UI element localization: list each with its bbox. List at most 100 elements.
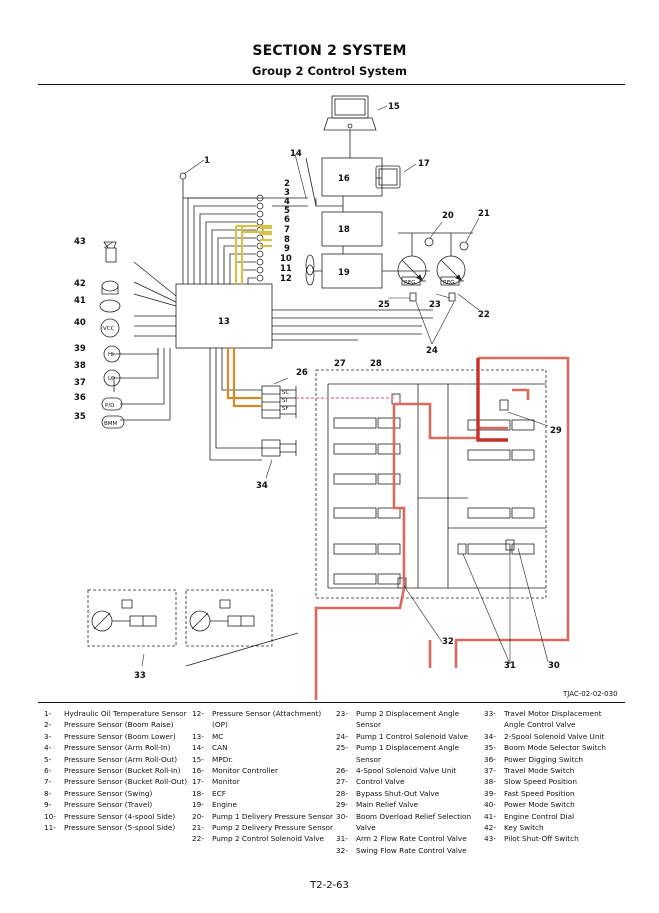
section-title: SECTION 2 SYSTEM — [252, 43, 407, 59]
callout-33: 33 — [134, 671, 146, 681]
page-number: T2-2-63 — [310, 880, 349, 891]
legend-col-4: 33-Travel Motor Displacement Angle Contr… — [484, 708, 624, 845]
monitor-controller-box — [321, 157, 383, 197]
callout-37: 37 — [74, 378, 86, 388]
callout-16: 16 — [338, 174, 350, 184]
callout-31: 31 — [504, 661, 516, 671]
sol-si-label: SI — [282, 398, 287, 404]
legend-col-1: 1-Hydraulic Oil Temperature Sensor 2-Pre… — [44, 708, 192, 833]
legend-item: 18-ECF — [192, 788, 226, 798]
callout-20: 20 — [442, 211, 454, 221]
callout-34: 34 — [256, 481, 268, 491]
monitor-icon — [375, 165, 401, 189]
callout-8: 8 — [284, 235, 290, 245]
callout-17: 17 — [418, 159, 430, 169]
callout-15: 15 — [388, 102, 400, 112]
callout-14: 14 — [290, 149, 302, 159]
legend-item: 13-MC — [192, 731, 224, 741]
legend-item: 37-Travel Mode Switch — [484, 766, 575, 776]
callout-38: 38 — [74, 361, 86, 371]
legend-item: 6-Pressure Sensor (Bucket Roll-In) — [44, 766, 181, 776]
legend-item: 43-Pilot Shut-Off Switch — [484, 834, 579, 844]
legend-item: 24-Pump 1 Control Solenoid Valve — [336, 731, 469, 741]
figure-code: TJAC-02-02-030 — [563, 690, 618, 698]
legend-item: 23-Pump 2 Displacement Angle Sensor — [336, 709, 460, 730]
legend-item: 27-Control Valve — [336, 777, 405, 787]
legend-item: 42-Key Switch — [484, 823, 544, 833]
mpdr-laptop-icon — [323, 95, 377, 131]
group-subtitle: Group 2 Control System — [252, 64, 407, 78]
callout-4: 4 — [284, 197, 290, 207]
legend-item: 8-Pressure Sensor (Swing) — [44, 788, 153, 798]
legend-item: 36-Power Digging Switch — [484, 754, 584, 764]
legend-item: 33-Travel Motor Displacement Angle Contr… — [484, 709, 602, 730]
legend-item: 31-Arm 2 Flow Rate Control Valve — [336, 834, 467, 844]
legend-item: 22-Pump 2 Control Solenoid Valve — [192, 834, 325, 844]
callout-29: 29 — [550, 426, 562, 436]
legend-item: 25-Pump 1 Displacement Angle Sensor — [336, 743, 460, 764]
legend-item: 5-Pressure Sensor (Arm Roll-Out) — [44, 754, 178, 764]
legend-item: 16-Monitor Controller — [192, 766, 278, 776]
callout-36: 36 — [74, 393, 86, 403]
callout-35: 35 — [74, 412, 86, 422]
reg2-label: REG — [443, 280, 455, 286]
callout-7: 7 — [284, 225, 290, 235]
pilot-line-left — [314, 404, 406, 700]
callout-10: 10 — [280, 254, 292, 264]
callout-13: 13 — [218, 317, 230, 327]
legend-item: 15-MPDr. — [192, 754, 233, 764]
callout-5: 5 — [284, 206, 290, 216]
legend-item: 29-Main Relief Valve — [336, 800, 419, 810]
legend-item: 12-Pressure Sensor (Attachment) (OP) — [192, 709, 322, 730]
legend-item: 21-Pump 2 Delivery Pressure Sensor — [192, 823, 334, 833]
pd-label: P/D — [105, 403, 114, 409]
legend-item: 34-2-Spool Solenoid Valve Unit — [484, 731, 605, 741]
legend-item: 2-Pressure Sensor (Boom Raise) — [44, 720, 174, 730]
legend-item: 35-Boom Mode Selector Switch — [484, 743, 606, 753]
callout-11: 11 — [280, 264, 292, 274]
callout-27: 27 — [334, 359, 346, 369]
legend-item: 32-Swing Flow Rate Control Valve — [336, 845, 467, 855]
engine-box — [321, 253, 383, 289]
callout-28: 28 — [370, 359, 382, 369]
hi-label: HI — [108, 352, 114, 358]
legend-item: 3-Pressure Sensor (Boom Lower) — [44, 731, 176, 741]
callout-9: 9 — [284, 244, 290, 254]
callout-21: 21 — [478, 209, 490, 219]
callout-41: 41 — [74, 296, 86, 306]
callout-12: 12 — [280, 274, 292, 284]
callout-32: 32 — [442, 637, 454, 647]
legend-item: 11-Pressure Sensor (5-spool Side) — [44, 823, 176, 833]
callout-40: 40 — [74, 318, 86, 328]
legend-item: 28-Bypass Shut-Out Valve — [336, 788, 440, 798]
reg1-label: REG — [404, 280, 416, 286]
callout-39: 39 — [74, 344, 86, 354]
legend-item: 4-Pressure Sensor (Arm Roll-In) — [44, 743, 171, 753]
callout-1: 1 — [204, 156, 210, 166]
pilot-shutoff-switch-icon — [105, 247, 117, 263]
header-rule — [38, 84, 625, 85]
ecf-box — [321, 211, 383, 247]
legend-item: 20-Pump 1 Delivery Pressure Sensor — [192, 811, 334, 821]
legend-item: 39-Fast Speed Position — [484, 788, 575, 798]
mc-box — [175, 283, 273, 349]
bmm-label: BMM — [104, 421, 118, 427]
callout-6: 6 — [284, 215, 290, 225]
callout-19: 19 — [338, 268, 350, 278]
callout-24: 24 — [426, 346, 438, 356]
legend-item: 10-Pressure Sensor (4-spool Side) — [44, 811, 176, 821]
legend-col-2: 12-Pressure Sensor (Attachment) (OP) 13-… — [192, 708, 336, 845]
vcc-label: VCC — [103, 326, 115, 332]
callout-3: 3 — [284, 188, 290, 198]
legend-item: 19-Engine — [192, 800, 238, 810]
legend-col-3: 23-Pump 2 Displacement Angle Sensor 24-P… — [336, 708, 484, 856]
legend-rule — [38, 702, 625, 703]
legend-item: 17-Monitor — [192, 777, 240, 787]
callout-18: 18 — [338, 225, 350, 235]
legend-item: 7-Pressure Sensor (Bucket Roll-Out) — [44, 777, 188, 787]
lo-label: LO — [108, 376, 116, 382]
sol-sf-label: SF — [282, 406, 289, 412]
legend-item: 30-Boom Overload Relief Selection Valve — [336, 811, 472, 833]
control-system-diagram: 15 17 16 18 19 14 1 2 3 4 5 6 7 8 9 10 1… — [74, 95, 570, 700]
legend-item: 26-4-Spool Solenoid Valve Unit — [336, 766, 457, 776]
